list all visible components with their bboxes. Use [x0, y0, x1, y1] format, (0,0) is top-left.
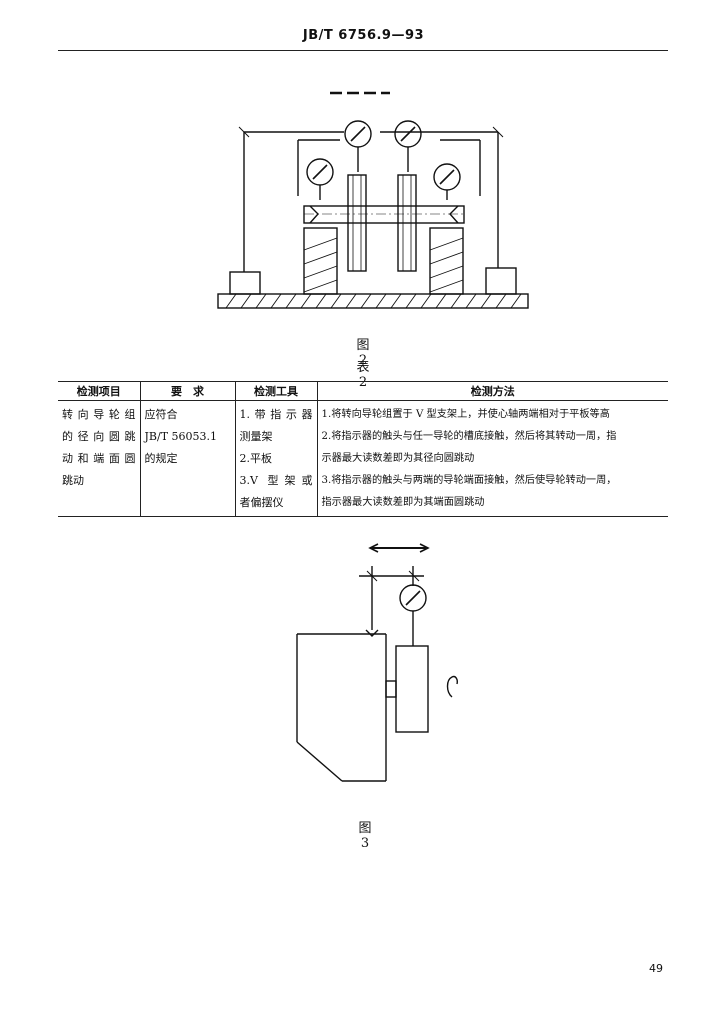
cell-line: 应符合	[144, 408, 178, 421]
cell-line: 者偏摆仪	[239, 496, 284, 509]
figure-3-drawing	[296, 543, 458, 782]
figure-2-drawing	[217, 91, 529, 309]
cell-line: 跳动	[62, 474, 84, 487]
cell-line: 3.将指示器的触头与两端的导轮端面接触，然后使导轮转动一周，	[321, 475, 617, 486]
cell-tools: 1.带指示器 测量架 2.平板 3.V 型架或 者偏摆仪	[234, 400, 317, 517]
cell-requirement: 应符合 JB/T 56053.1 的规定	[139, 400, 235, 517]
cell-line: 1.带指示器	[239, 408, 313, 421]
table-row: 转向导轮组 的径向圆跳 动和端面圆 跳动 应符合 JB/T 56053.1 的规…	[58, 400, 668, 517]
cell-line: 2.平板	[239, 452, 273, 465]
cell-line: 示器最大读数差即为其径向圆跳动	[321, 453, 475, 464]
cell-line: JB/T 56053.1	[144, 430, 218, 443]
cell-line: 的径向圆跳	[62, 430, 136, 443]
column-header: 检测方法	[316, 381, 668, 401]
cell-line: 的规定	[144, 452, 178, 465]
table-2: 检测项目 要 求 检测工具 检测方法 转向导轮组 的径向圆跳 动和端面圆 跳动 …	[58, 381, 668, 517]
figure-2-label: 图 2	[356, 338, 384, 368]
figure-3-label: 图 3	[358, 821, 386, 851]
table-header-row: 检测项目 要 求 检测工具 检测方法	[58, 381, 668, 401]
cell-line: 指示器最大读数差即为其端面圆跳动	[321, 497, 485, 508]
page-number: 49	[649, 962, 663, 975]
cell-inspection-item: 转向导轮组 的径向圆跳 动和端面圆 跳动	[58, 401, 140, 517]
cell-line: 3.V 型架或	[239, 474, 313, 487]
column-header: 检测工具	[234, 381, 317, 401]
cell-line: 动和端面圆	[62, 452, 136, 465]
standard-code: JB/T 6756.9—93	[302, 28, 425, 43]
cell-line: 1.将转向导轮组置于 V 型支架上，并使心轴两端相对于平板等高	[321, 409, 610, 420]
column-header: 要 求	[139, 381, 235, 401]
cell-method: 1.将转向导轮组置于 V 型支架上，并使心轴两端相对于平板等高 2.将指示器的触…	[316, 400, 668, 517]
column-header: 检测项目	[58, 381, 140, 401]
cell-line: 2.将指示器的触头与任一导轮的槽底接触，然后将其转动一周，指	[321, 431, 617, 442]
cell-line: 测量架	[239, 430, 273, 443]
cell-line: 转向导轮组	[62, 408, 136, 421]
header-rule	[58, 50, 668, 51]
